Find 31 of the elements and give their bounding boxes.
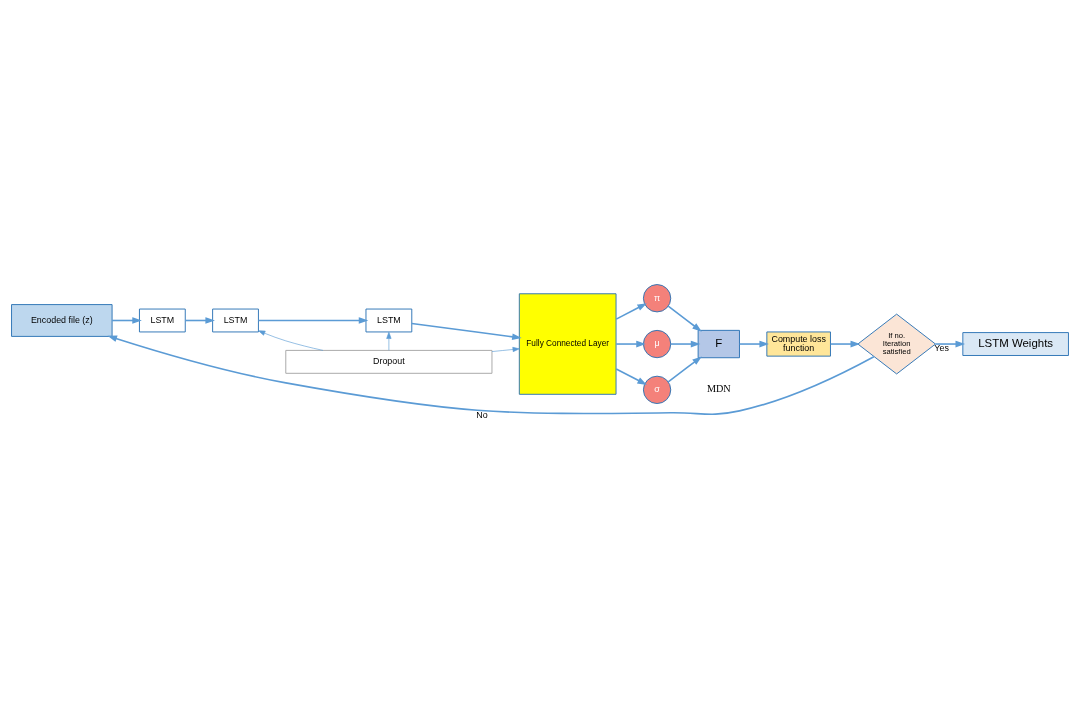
arrow: [111, 316, 142, 324]
node-box: LSTM: [212, 308, 259, 332]
node-circle: μ: [642, 329, 672, 358]
arrow: [615, 302, 647, 320]
arrow: [667, 355, 702, 383]
node-box: LSTM: [138, 308, 186, 332]
arrow: [615, 340, 646, 347]
arrow: [184, 316, 215, 324]
arrow: [829, 340, 861, 347]
arrow: [257, 316, 369, 324]
node-box: LSTM Weights: [962, 331, 1069, 356]
arrow: [107, 334, 875, 415]
arrow: [386, 331, 392, 351]
arrow: [667, 304, 702, 332]
arrow: [491, 346, 520, 352]
node-box: Encoded file (z): [11, 303, 113, 337]
node-box: LSTM: [365, 308, 413, 332]
arrow: [258, 329, 324, 351]
arrow: [411, 322, 522, 340]
node-box: Dropout: [285, 349, 493, 374]
edge-label: Yes: [934, 342, 949, 353]
node-circle: σ: [642, 375, 672, 404]
node-box: F: [697, 329, 740, 358]
node-circle: π: [642, 283, 672, 312]
arrow: [934, 340, 966, 347]
node-box: Compute loss function: [766, 330, 831, 357]
arrow: [738, 340, 769, 347]
label: MDN: [706, 382, 731, 394]
arrow: [670, 340, 701, 347]
edge-label: No: [476, 409, 488, 420]
arrow: [615, 367, 647, 385]
